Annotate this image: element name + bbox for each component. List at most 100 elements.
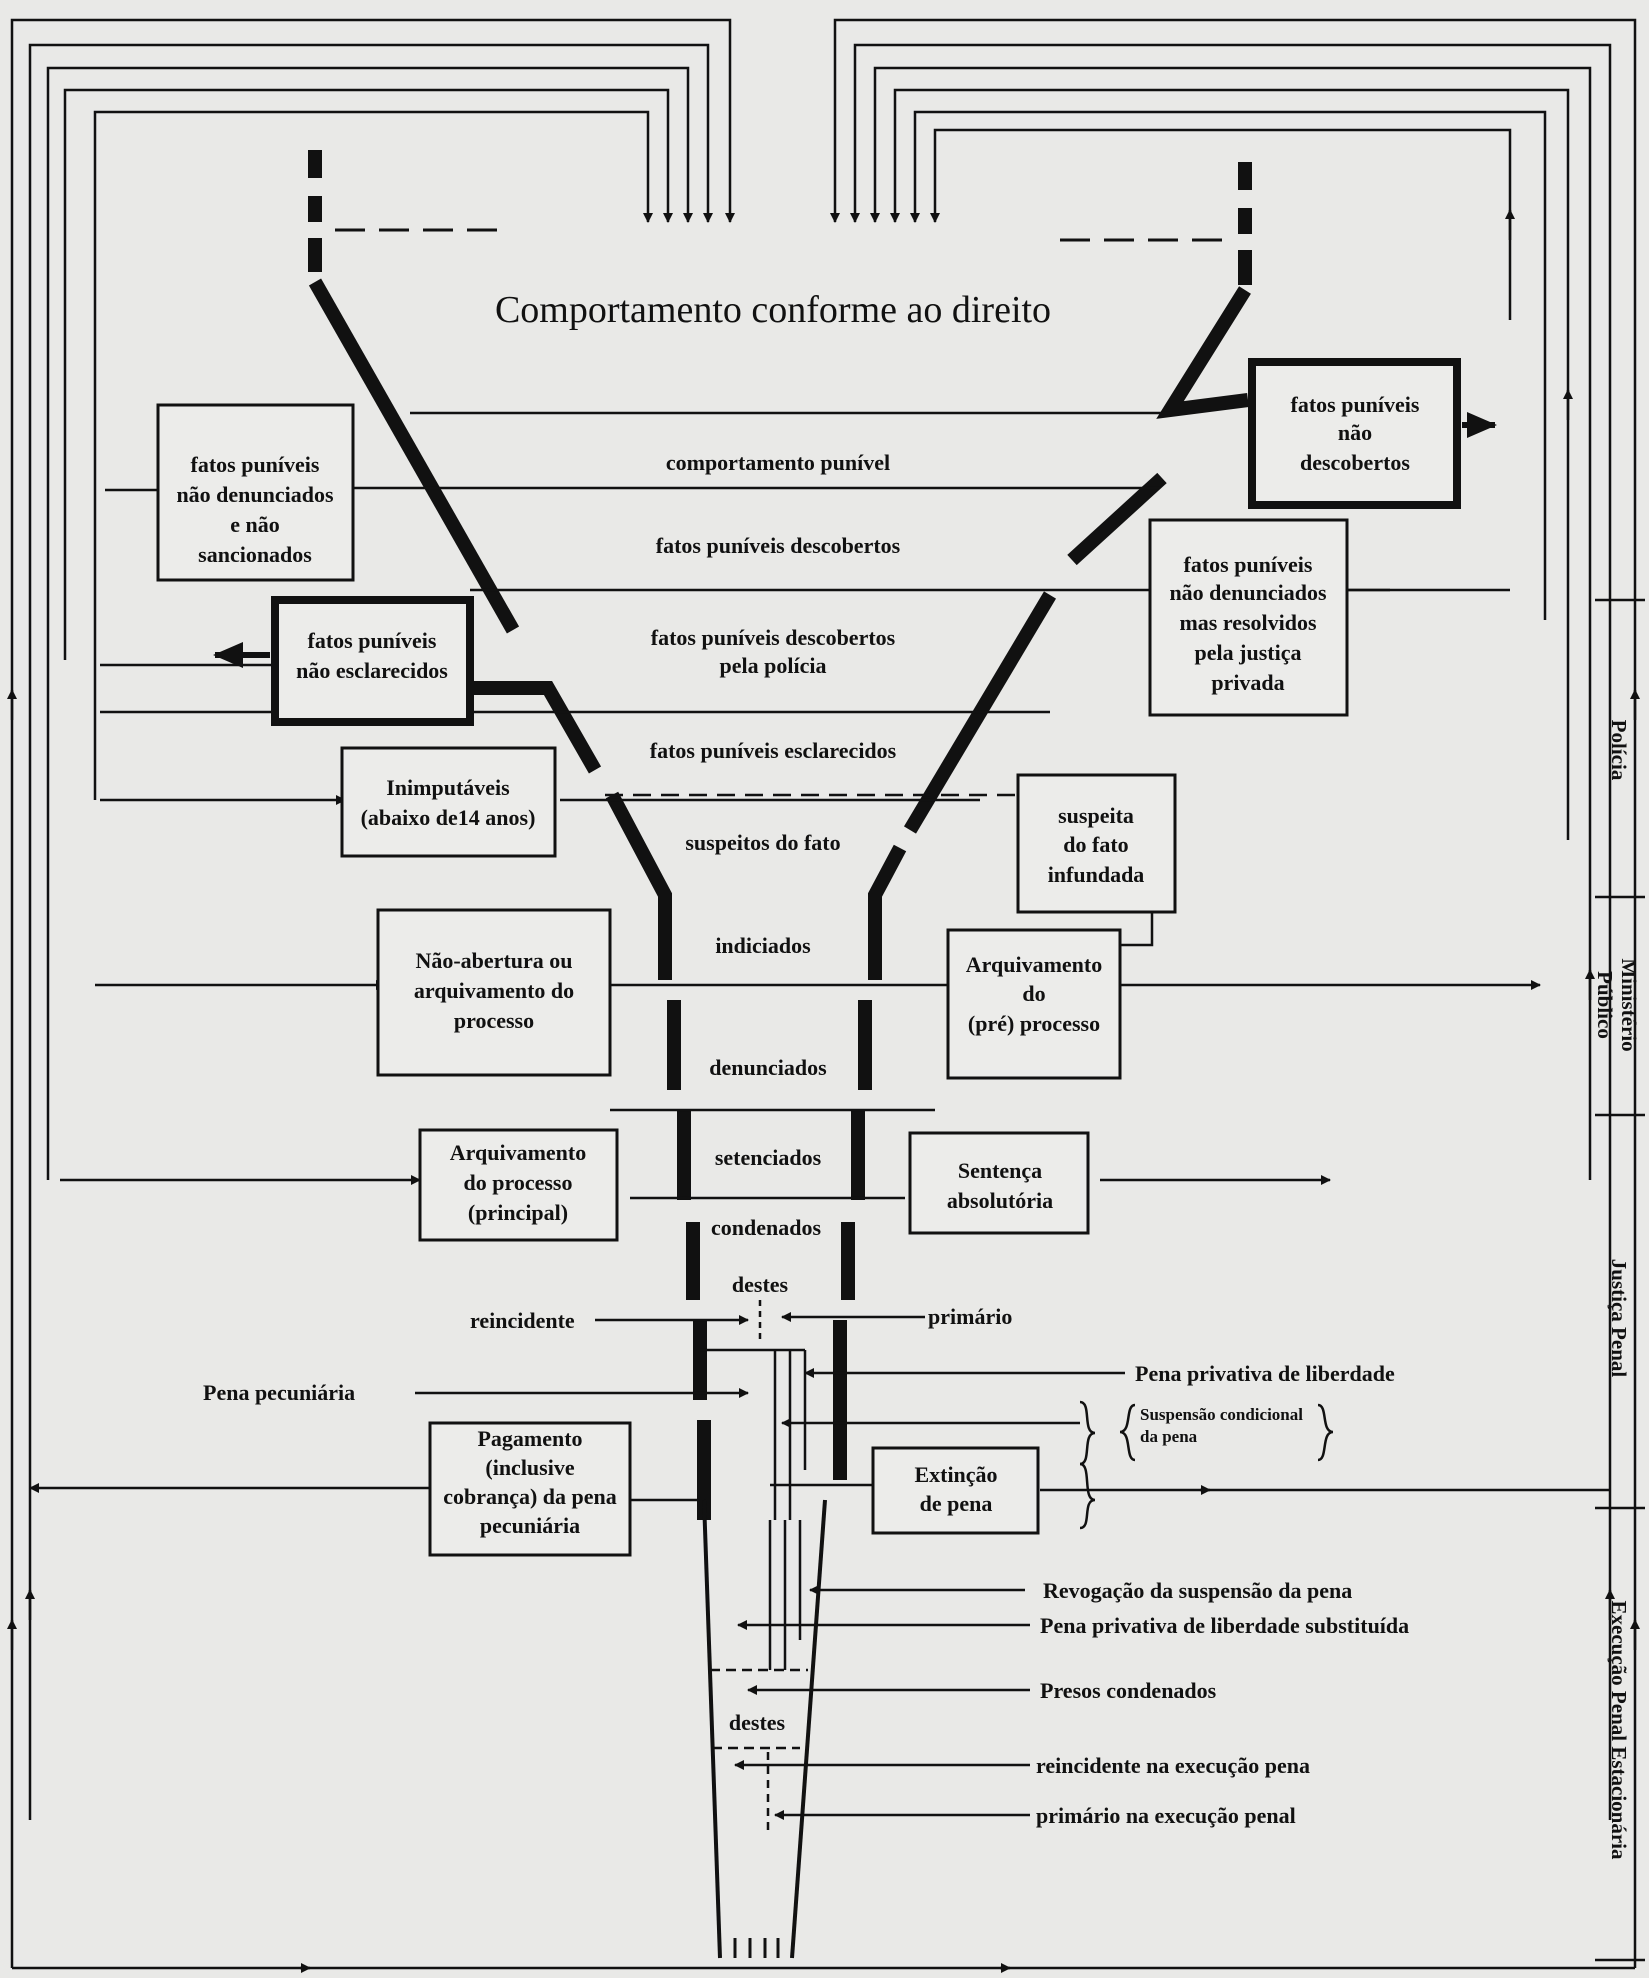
svg-text:do: do <box>1022 981 1045 1006</box>
svg-text:processo: processo <box>454 1008 534 1033</box>
box-arquivamento-principal-text: Arquivamento do processo (principal) <box>450 1140 587 1225</box>
box-justica-privada <box>1148 518 1349 717</box>
box-arquivamento-pre-text: Arquivamento do (pré) processo <box>966 952 1103 1036</box>
side-label-ministerio-2: Público <box>1593 971 1617 1039</box>
svg-text:pela justiça: pela justiça <box>1195 640 1302 665</box>
label-pena-pecuniaria: Pena pecuniária <box>203 1380 355 1405</box>
side-label-policia: Polícia <box>1607 720 1631 781</box>
svg-text:suspeita: suspeita <box>1058 803 1134 828</box>
label-descobertos-policia-1: fatos puníveis descobertos <box>651 625 896 650</box>
svg-text:Arquivamento: Arquivamento <box>966 952 1103 977</box>
box-justica-privada-text: fatos puníveis não denunciados mas resol… <box>1169 552 1327 695</box>
svg-text:não esclarecidos: não esclarecidos <box>296 658 448 683</box>
label-condenados: condenados <box>711 1215 821 1240</box>
label-indiciados: indiciados <box>715 933 811 958</box>
box-nao-esclarecidos <box>271 596 474 726</box>
label-primario: primário <box>928 1304 1012 1329</box>
box-suspeita-infundada-text: suspeita do fato infundada <box>1048 803 1145 887</box>
svg-text:cobrança) da pena: cobrança) da pena <box>443 1484 617 1509</box>
svg-text:não denunciados: não denunciados <box>176 482 334 507</box>
svg-text:infundada: infundada <box>1048 862 1145 887</box>
label-pena-privativa: Pena privativa de liberdade <box>1135 1361 1395 1386</box>
box-extincao <box>871 1446 1040 1535</box>
svg-text:arquivamento do: arquivamento do <box>414 978 574 1003</box>
svg-text:não denunciados: não denunciados <box>1169 580 1327 605</box>
box-arquivamento-pre <box>946 928 1122 1080</box>
svg-text:descobertos: descobertos <box>1300 450 1410 475</box>
box-nao-abertura-text: Não-abertura ou arquivamento do processo <box>414 948 574 1033</box>
box-sentenca-absolutoria <box>908 1131 1090 1235</box>
box-nao-descobertos-text: fatos puníveis não descobertos <box>1291 392 1420 475</box>
svg-text:e não: e não <box>230 512 280 537</box>
svg-text:(pré) processo: (pré) processo <box>968 1011 1100 1036</box>
top-dashes <box>335 228 1230 242</box>
svg-text:mas resolvidos: mas resolvidos <box>1179 610 1317 635</box>
box-nao-denunciados <box>156 403 355 582</box>
side-label-execucao: Execução Penal Estacionária <box>1607 1601 1631 1860</box>
svg-text:Pagamento: Pagamento <box>477 1426 582 1451</box>
label-descobertos: fatos puníveis descobertos <box>656 533 901 558</box>
label-substituida: Pena privativa de liberdade substituída <box>1040 1613 1409 1638</box>
lower-return-lines <box>29 1483 1610 1502</box>
label-presos: Presos condenados <box>1040 1678 1217 1703</box>
box-pagamento-text: Pagamento (inclusive cobrança) da pena p… <box>443 1426 617 1538</box>
svg-text:do fato: do fato <box>1063 832 1128 857</box>
label-descobertos-policia-2: pela polícia <box>720 653 827 678</box>
svg-text:(abaixo de14 anos): (abaixo de14 anos) <box>361 805 536 830</box>
label-reincidente: reincidente <box>470 1308 575 1333</box>
label-denunciados: denunciados <box>709 1055 827 1080</box>
top-title: Comportamento conforme ao direito <box>495 289 1051 331</box>
funnel-tube <box>702 1499 827 1959</box>
box-nao-esclarecidos-text: fatos puníveis não esclarecidos <box>296 628 448 683</box>
label-suspeitos: suspeitos do fato <box>685 830 840 855</box>
suspeita-connector <box>1120 912 1154 947</box>
box-sentenca-absolutoria-text: Sentença absolutória <box>947 1158 1053 1213</box>
label-esclarecidos: fatos puníveis esclarecidos <box>650 738 897 763</box>
svg-text:Arquivamento: Arquivamento <box>450 1140 587 1165</box>
label-primario-exec: primário na execução penal <box>1036 1803 1296 1828</box>
branch-lines <box>415 1300 1125 1830</box>
svg-text:fatos puníveis: fatos puníveis <box>191 452 320 477</box>
label-setenciados: setenciados <box>715 1145 822 1170</box>
loop-up-arrows <box>6 209 1640 1650</box>
box-nao-descobertos <box>1248 358 1461 509</box>
svg-text:Extinção: Extinção <box>914 1462 997 1487</box>
left-feedback-loops <box>10 18 735 1968</box>
label-comportamento-punivel: comportamento punível <box>666 450 890 475</box>
box-inimputaveis-text: Inimputáveis (abaixo de14 anos) <box>361 775 536 830</box>
svg-text:Inimputáveis: Inimputáveis <box>386 775 510 800</box>
box-suspeita-infundada <box>1016 773 1177 914</box>
svg-text:fatos puníveis: fatos puníveis <box>308 628 437 653</box>
label-reincidente-exec: reincidente na execução pena <box>1036 1753 1310 1778</box>
svg-text:fatos puníveis: fatos puníveis <box>1184 552 1313 577</box>
box-arquivamento-principal <box>418 1128 619 1242</box>
label-suspensao-2: da pena <box>1140 1427 1198 1446</box>
side-separators <box>1595 598 1645 1962</box>
box-inimputaveis <box>340 746 557 858</box>
side-label-ministerio-1: Ministério <box>1617 958 1641 1051</box>
box-nao-denunciados-text: fatos puníveis não denunciados e não san… <box>176 452 334 567</box>
svg-text:(principal): (principal) <box>468 1200 568 1225</box>
side-label-justica: Justiça Penal <box>1607 1259 1631 1378</box>
svg-text:Não-abertura ou: Não-abertura ou <box>415 948 572 973</box>
svg-text:Sentença: Sentença <box>958 1158 1042 1183</box>
suspensao-braces <box>1079 1400 1334 1530</box>
box-pagamento <box>428 1421 632 1557</box>
svg-text:absolutória: absolutória <box>947 1188 1053 1213</box>
svg-text:não: não <box>1338 420 1372 445</box>
svg-text:do processo: do processo <box>464 1170 573 1195</box>
funnel-walls <box>308 150 1252 1520</box>
svg-text:sancionados: sancionados <box>198 542 312 567</box>
label-destes-1: destes <box>732 1272 789 1297</box>
svg-text:pecuniária: pecuniária <box>480 1513 580 1538</box>
svg-text:fatos puníveis: fatos puníveis <box>1291 392 1420 417</box>
label-destes-2: destes <box>729 1710 786 1735</box>
svg-text:privada: privada <box>1211 670 1284 695</box>
svg-text:(inclusive: (inclusive <box>485 1455 574 1480</box>
box-extincao-text: Extinção de pena <box>914 1462 997 1516</box>
svg-text:de pena: de pena <box>920 1491 993 1516</box>
label-revogacao: Revogação da suspensão da pena <box>1043 1578 1352 1603</box>
label-suspensao-1: Suspensão condicional <box>1140 1405 1303 1424</box>
